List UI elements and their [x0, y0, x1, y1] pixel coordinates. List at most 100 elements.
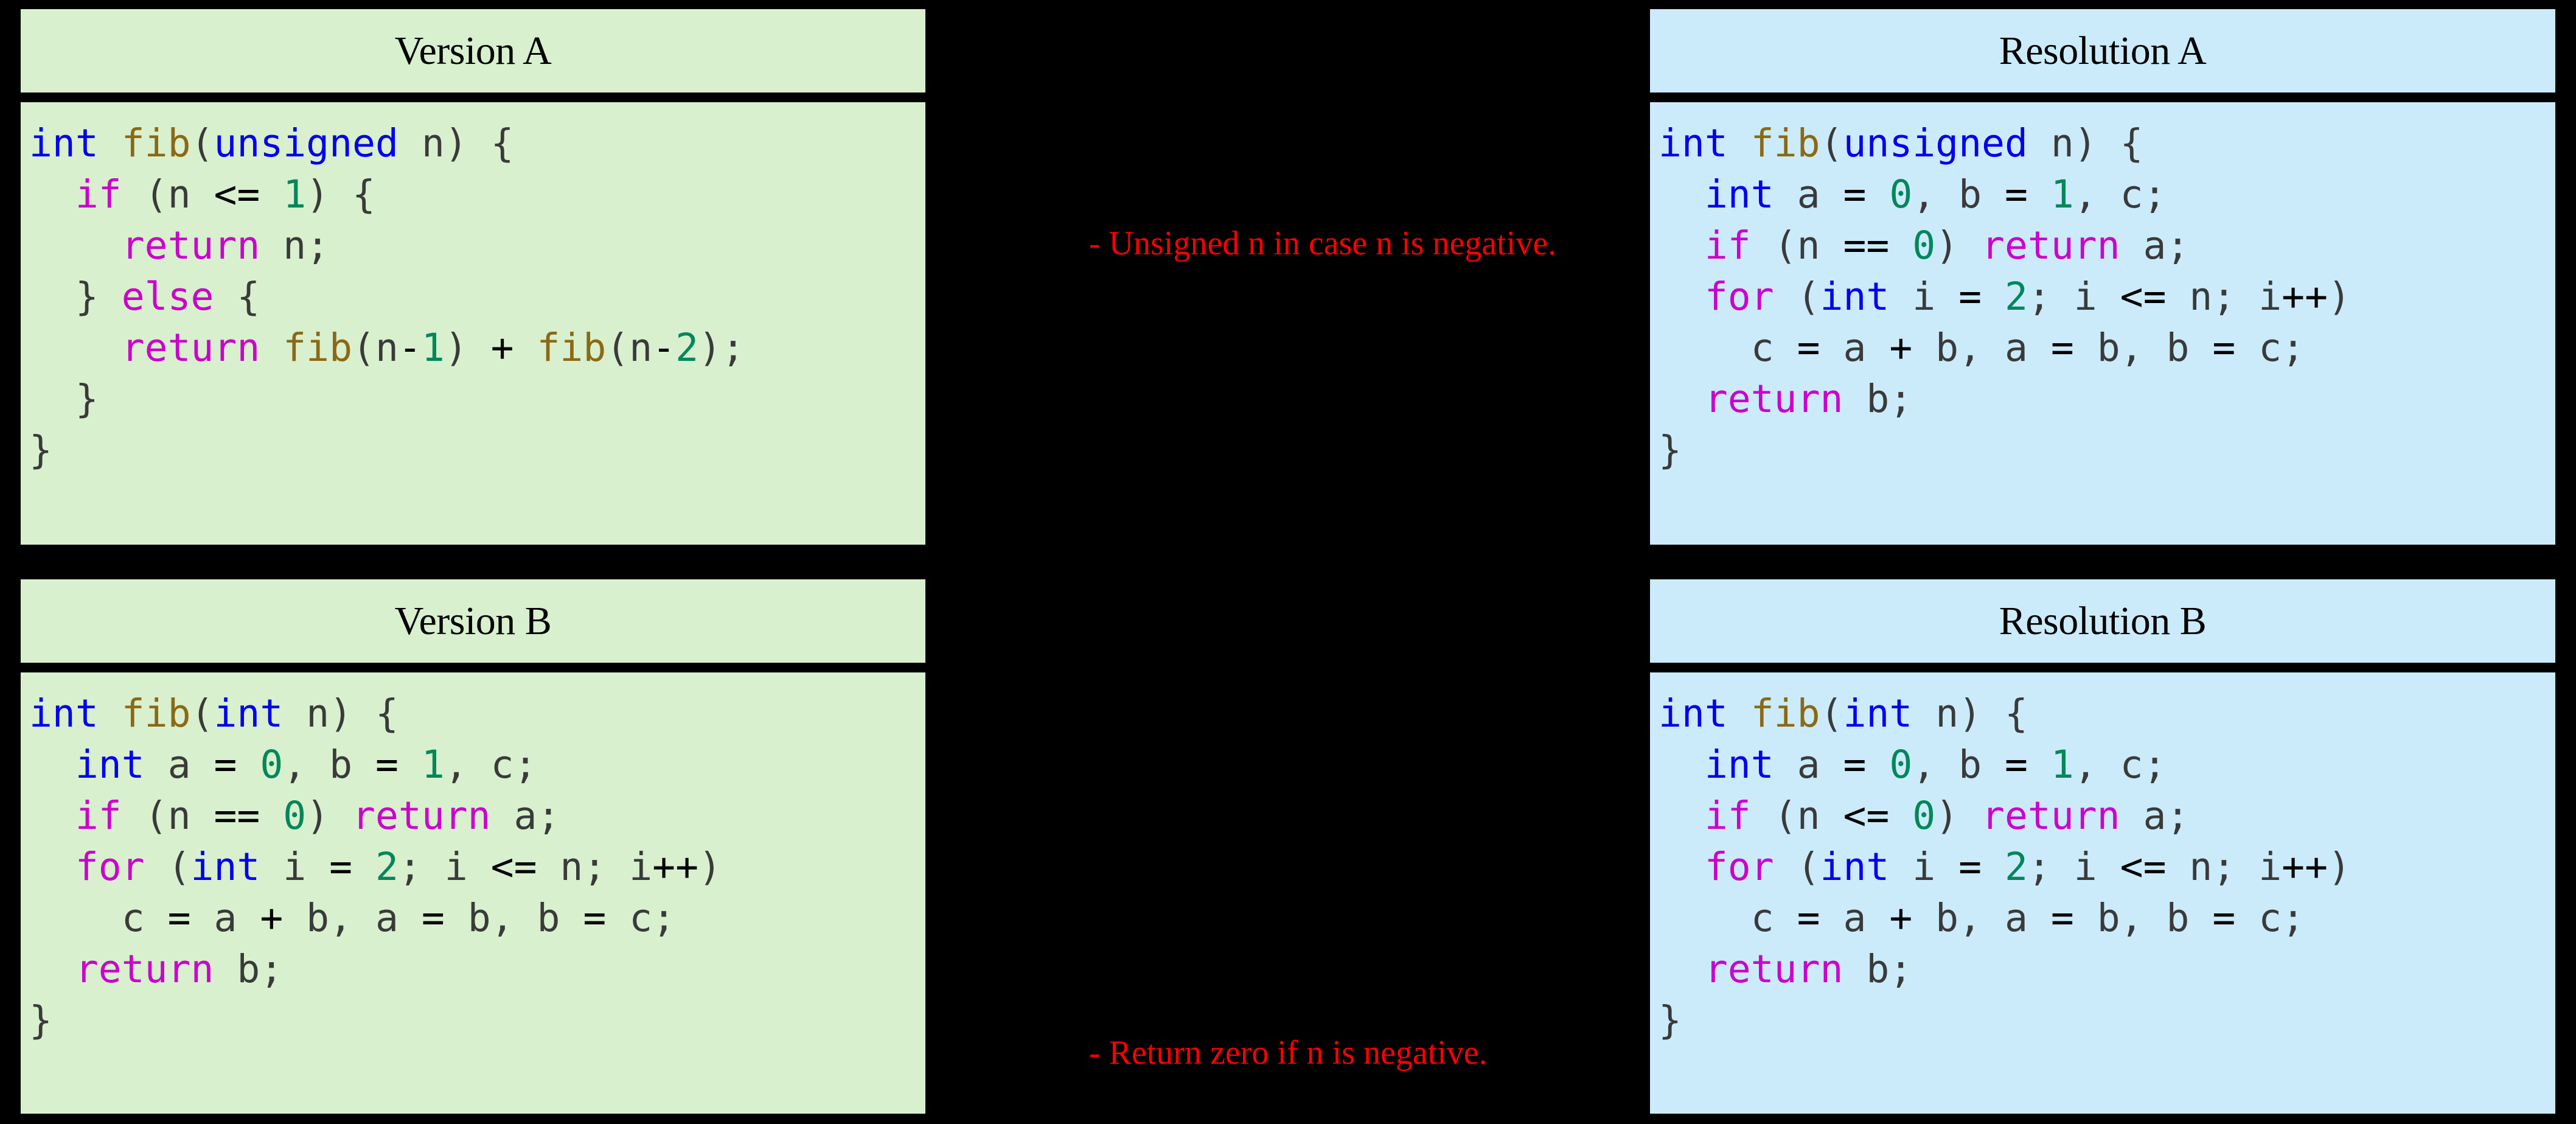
code-token — [260, 172, 283, 217]
code-token: n) { — [398, 121, 514, 166]
code-token: 1 — [283, 172, 307, 217]
code-line: return fib(n-1) + fib(n-2); — [29, 323, 925, 374]
code-line: } — [29, 374, 925, 425]
code-token: if — [1704, 223, 1751, 268]
code-line: } — [1659, 995, 2555, 1046]
code-token: return — [352, 794, 491, 838]
code-token: + — [1889, 896, 1913, 940]
code-token: 1 — [421, 742, 445, 787]
code-token: fib — [1750, 121, 1820, 166]
code-token: for — [1704, 274, 1774, 319]
code-token: int — [1704, 172, 1774, 217]
code-token: c; — [606, 896, 676, 940]
panel-version-b-title: Version B — [21, 579, 925, 663]
code-token: ) — [698, 845, 722, 889]
code-token: (n — [121, 172, 214, 217]
code-token: a; — [2120, 223, 2190, 268]
code-token: (n — [352, 326, 399, 370]
code-line: return n; — [29, 220, 925, 271]
code-token — [99, 691, 122, 736]
code-token: return — [1982, 223, 2120, 268]
code-token — [260, 794, 283, 838]
code-token: return — [121, 326, 260, 370]
code-token: = — [2212, 896, 2236, 940]
code-token: i — [1889, 845, 1959, 889]
code-line: c = a + b, a = b, b = c; — [1659, 893, 2555, 944]
code-token: (n — [1750, 223, 1843, 268]
code-token: a — [144, 742, 214, 787]
code-token: , c; — [444, 742, 537, 787]
code-token — [29, 223, 122, 268]
code-token: = — [167, 896, 191, 940]
code-token: ) — [306, 794, 353, 838]
code-token: = — [2004, 742, 2028, 787]
code-token: n; — [260, 223, 330, 268]
panel-version-a-body: int fib(unsigned n) { if (n <= 1) { retu… — [21, 102, 925, 545]
code-token: b, a — [1912, 326, 2051, 370]
code-token: = — [2050, 896, 2074, 940]
code-token: } — [29, 998, 52, 1042]
code-line: if (n <= 0) return a; — [1659, 791, 2555, 842]
code-block-version-a[interactable]: int fib(unsigned n) { if (n <= 1) { retu… — [29, 118, 925, 476]
code-token: a; — [2120, 794, 2190, 838]
code-line: int fib(int n) { — [1659, 688, 2555, 739]
annotation-unsigned-note: - Unsigned n in case n is negative. — [1089, 225, 1557, 262]
code-token: , b — [283, 742, 375, 787]
code-token: b, b — [444, 896, 583, 940]
code-token: 2 — [375, 845, 399, 889]
code-token: ( — [144, 845, 191, 889]
code-token: ) — [2328, 274, 2351, 319]
code-token: = — [421, 896, 445, 940]
code-token: } — [29, 377, 99, 421]
code-token: - — [398, 326, 422, 370]
code-token: b; — [1843, 947, 1913, 991]
code-token — [2028, 742, 2051, 787]
code-token: a — [1774, 172, 1843, 217]
code-token: 0 — [260, 742, 284, 787]
code-token: int — [29, 121, 99, 166]
code-token: ( — [1820, 121, 1843, 166]
code-token: <= — [490, 845, 537, 889]
code-block-version-b[interactable]: int fib(int n) { int a = 0, b = 1, c; if… — [29, 688, 925, 1046]
panel-version-b: Version B int fib(int n) { int a = 0, b … — [21, 579, 925, 1114]
code-token — [2028, 172, 2051, 217]
code-line: int fib(unsigned n) { — [1659, 118, 2555, 169]
code-token: , c; — [2073, 742, 2167, 787]
code-token: int — [1843, 691, 1913, 736]
code-block-resolution-a[interactable]: int fib(unsigned n) { int a = 0, b = 1, … — [1659, 118, 2555, 476]
code-token: = — [214, 742, 237, 787]
code-token: <= — [214, 172, 260, 217]
code-token: ( — [190, 691, 214, 736]
code-token: } — [1659, 998, 1682, 1042]
code-token: a; — [490, 794, 560, 838]
code-token: = — [1797, 896, 1820, 940]
code-token: int — [1704, 742, 1774, 787]
code-token: 1 — [2050, 172, 2074, 217]
code-block-resolution-b[interactable]: int fib(int n) { int a = 0, b = 1, c; if… — [1659, 688, 2555, 1046]
code-token: 1 — [2050, 742, 2074, 787]
panel-version-a: Version A int fib(unsigned n) { if (n <=… — [21, 9, 925, 545]
code-token: 0 — [1889, 742, 1913, 787]
code-token: i — [260, 845, 330, 889]
code-token: 0 — [1889, 172, 1913, 217]
code-token — [29, 172, 75, 217]
panel-resolution-a-title: Resolution A — [1650, 9, 2555, 93]
code-token: , b — [1912, 742, 2005, 787]
code-token: = — [583, 896, 607, 940]
code-token: return — [121, 223, 260, 268]
code-token — [1659, 377, 1705, 421]
code-token — [29, 326, 122, 370]
code-token — [1659, 172, 1705, 217]
code-token: n) { — [283, 691, 399, 736]
panel-version-b-body: int fib(int n) { int a = 0, b = 1, c; if… — [21, 672, 925, 1114]
code-token: (n — [606, 326, 653, 370]
code-token: int — [75, 742, 145, 787]
code-line: return b; — [1659, 944, 2555, 995]
annotation-return-zero-note: - Return zero if n is negative. — [1089, 1034, 1488, 1072]
code-token: <= — [2120, 845, 2167, 889]
code-token: ++ — [2282, 845, 2328, 889]
code-token: c; — [2235, 326, 2305, 370]
code-token — [1728, 691, 1751, 736]
code-token: 0 — [283, 794, 307, 838]
panel-resolution-a: Resolution A int fib(unsigned n) { int a… — [1650, 9, 2555, 545]
